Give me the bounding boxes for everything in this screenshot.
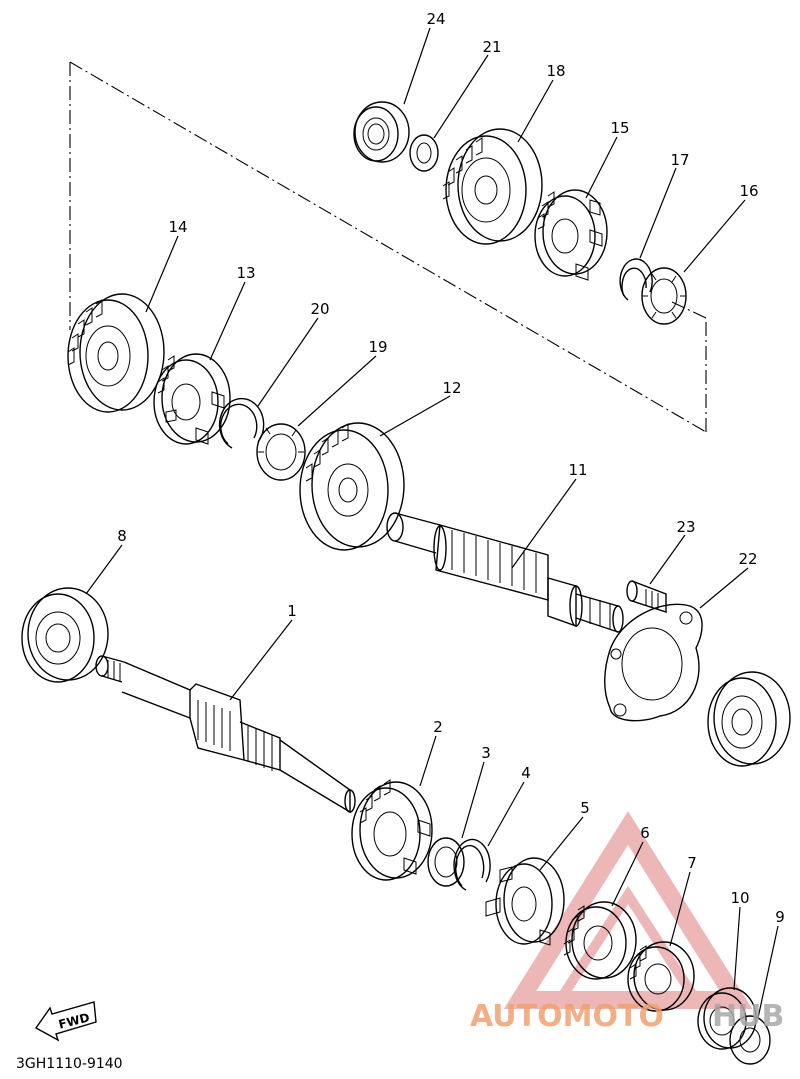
label-23: 23 — [676, 518, 695, 536]
diagram-code: 3GH1110-9140 — [16, 1056, 123, 1072]
part-11-shaft — [386, 512, 624, 633]
part-16-washer — [641, 267, 687, 325]
part-19-washer — [256, 423, 306, 481]
label-14: 14 — [168, 218, 187, 236]
label-10: 10 — [730, 889, 749, 907]
label-1: 1 — [287, 602, 297, 620]
part-10-bearing — [697, 987, 757, 1050]
label-21: 21 — [482, 38, 501, 56]
part-22-plate — [604, 603, 703, 722]
label-17: 17 — [670, 151, 689, 169]
part-6-gear — [563, 901, 637, 980]
assembly-lines — [69, 61, 707, 433]
part-12-gear — [299, 422, 405, 551]
label-11: 11 — [568, 461, 587, 479]
fwd-arrow: FWD — [34, 1001, 97, 1042]
part-5-gear — [485, 857, 565, 946]
part-15-gear — [534, 189, 608, 281]
part-24-bearing — [353, 101, 410, 163]
part-labels: 24 21 18 15 17 16 14 13 20 19 12 11 8 1 … — [117, 10, 785, 926]
part-14-gear — [67, 293, 165, 413]
label-18: 18 — [546, 62, 565, 80]
label-9: 9 — [775, 908, 785, 926]
label-13: 13 — [236, 264, 255, 282]
label-6: 6 — [640, 824, 650, 842]
part-4-circlip — [453, 838, 491, 891]
label-22: 22 — [738, 550, 757, 568]
part-21-washer — [409, 134, 439, 172]
label-4: 4 — [521, 764, 531, 782]
part-17-circlip — [619, 258, 653, 301]
watermark-mark — [503, 811, 753, 1009]
label-19: 19 — [368, 338, 387, 356]
part-7-gear — [627, 941, 695, 1012]
part-1-shaft — [95, 655, 356, 814]
part-13-gear — [153, 353, 231, 445]
label-24: 24 — [426, 10, 445, 28]
part-3-washer — [427, 837, 465, 887]
part-23-bolt — [626, 580, 667, 613]
label-7: 7 — [687, 854, 697, 872]
watermark-text-a: AUTOMOTO — [470, 999, 664, 1034]
leader-lines — [85, 27, 779, 1019]
watermark-text-b: HUB — [712, 999, 784, 1034]
part-2-gear — [351, 779, 433, 881]
label-20: 20 — [310, 300, 329, 318]
part-18-gear — [442, 128, 543, 245]
label-8: 8 — [117, 527, 127, 545]
label-12: 12 — [442, 379, 461, 397]
part-20-circlip — [218, 397, 265, 449]
part-9-washer — [729, 1015, 771, 1065]
label-5: 5 — [580, 799, 590, 817]
label-15: 15 — [610, 119, 629, 137]
part-8-bearing — [21, 587, 109, 683]
part-bearing-right — [707, 671, 791, 767]
label-16: 16 — [739, 182, 758, 200]
watermark-text: AUTOMOTO HUB — [470, 999, 784, 1034]
label-3: 3 — [481, 744, 491, 762]
label-2: 2 — [433, 718, 443, 736]
